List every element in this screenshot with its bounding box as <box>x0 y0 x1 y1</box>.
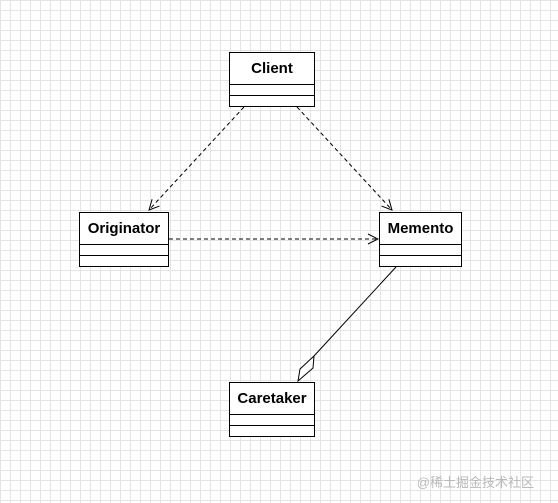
class-caretaker-name: Caretaker <box>230 383 314 415</box>
dependency-client-originator <box>149 106 245 210</box>
class-originator-operations <box>80 256 168 266</box>
class-memento-operations <box>380 256 461 266</box>
class-client[interactable]: Client <box>229 52 315 107</box>
class-caretaker[interactable]: Caretaker <box>229 382 315 437</box>
class-caretaker-attributes <box>230 415 314 426</box>
class-client-name: Client <box>230 53 314 85</box>
class-originator[interactable]: Originator <box>79 212 169 267</box>
class-originator-name: Originator <box>80 213 168 245</box>
class-originator-attributes <box>80 245 168 256</box>
aggregation-caretaker-memento <box>313 266 397 357</box>
watermark-text: @稀土掘金技术社区 <box>416 475 534 490</box>
aggregation-diamond <box>297 354 315 383</box>
class-memento-name: Memento <box>380 213 461 245</box>
class-caretaker-operations <box>230 426 314 436</box>
class-client-attributes <box>230 85 314 96</box>
class-memento[interactable]: Memento <box>379 212 462 267</box>
class-client-operations <box>230 96 314 106</box>
dependency-client-memento <box>296 106 392 210</box>
class-memento-attributes <box>380 245 461 256</box>
